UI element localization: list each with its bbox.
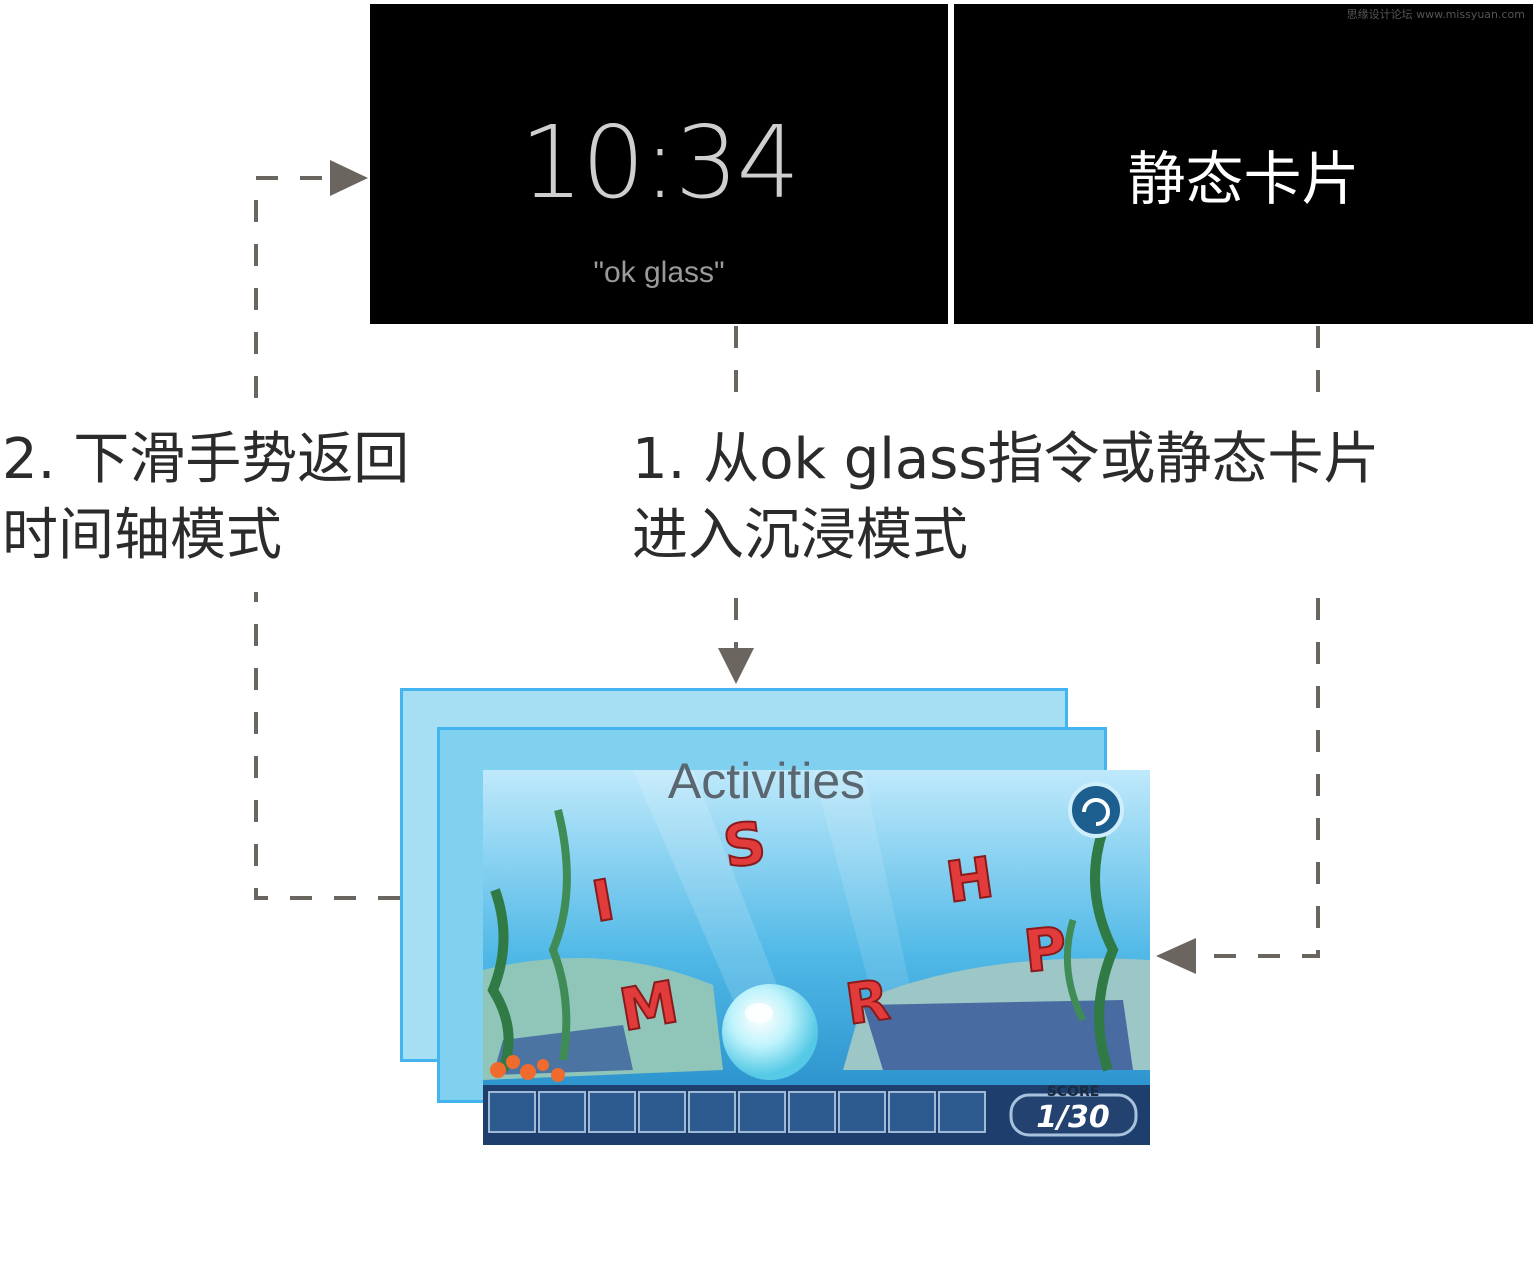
static-card-label: 静态卡片 [1127,145,1360,213]
seaweed [487,888,514,1072]
arrow-back-to-timeline [254,592,400,900]
reset-button-icon [1068,782,1124,838]
timeline-card: 10:34 "ok glass" [370,4,948,324]
score-label: SCORE [1047,1084,1100,1100]
activities-title: Activities [667,753,866,809]
sea-background [483,770,1150,1145]
ok-glass-hint: "ok glass" [593,256,725,289]
watermark: 思缘设计论坛 www.missyuan.com [1346,8,1525,21]
score-value: 1/30 [1036,1100,1110,1135]
letter-R: R [842,968,894,1038]
arrowhead-left-icon [1156,938,1196,974]
letter-M: M [615,968,684,1045]
stone-ledge [863,1000,1133,1070]
arrowhead-down-icon [718,648,754,684]
game-scene: S I H P M R SCORE 1/30 [483,770,1150,1145]
letter-P: P [1021,914,1070,986]
score-box [1009,1093,1138,1137]
static-card: 静态卡片 [954,4,1533,324]
coral [490,1055,565,1082]
clock-time: 10:34 [519,104,800,221]
immersion-game-screen: S I H P M R SCORE 1/30 [483,770,1150,1145]
letter-H: H [942,845,997,916]
arrowhead-right-icon [330,160,368,196]
caption-enter-immersion: 1. 从ok glass指令或静态卡片 进入沉浸模式 [632,427,1380,568]
bubble [722,984,818,1080]
caption-swipe-down: 2. 下滑手势返回 时间轴模式 [2,427,410,568]
progress-slots [488,1091,986,1133]
